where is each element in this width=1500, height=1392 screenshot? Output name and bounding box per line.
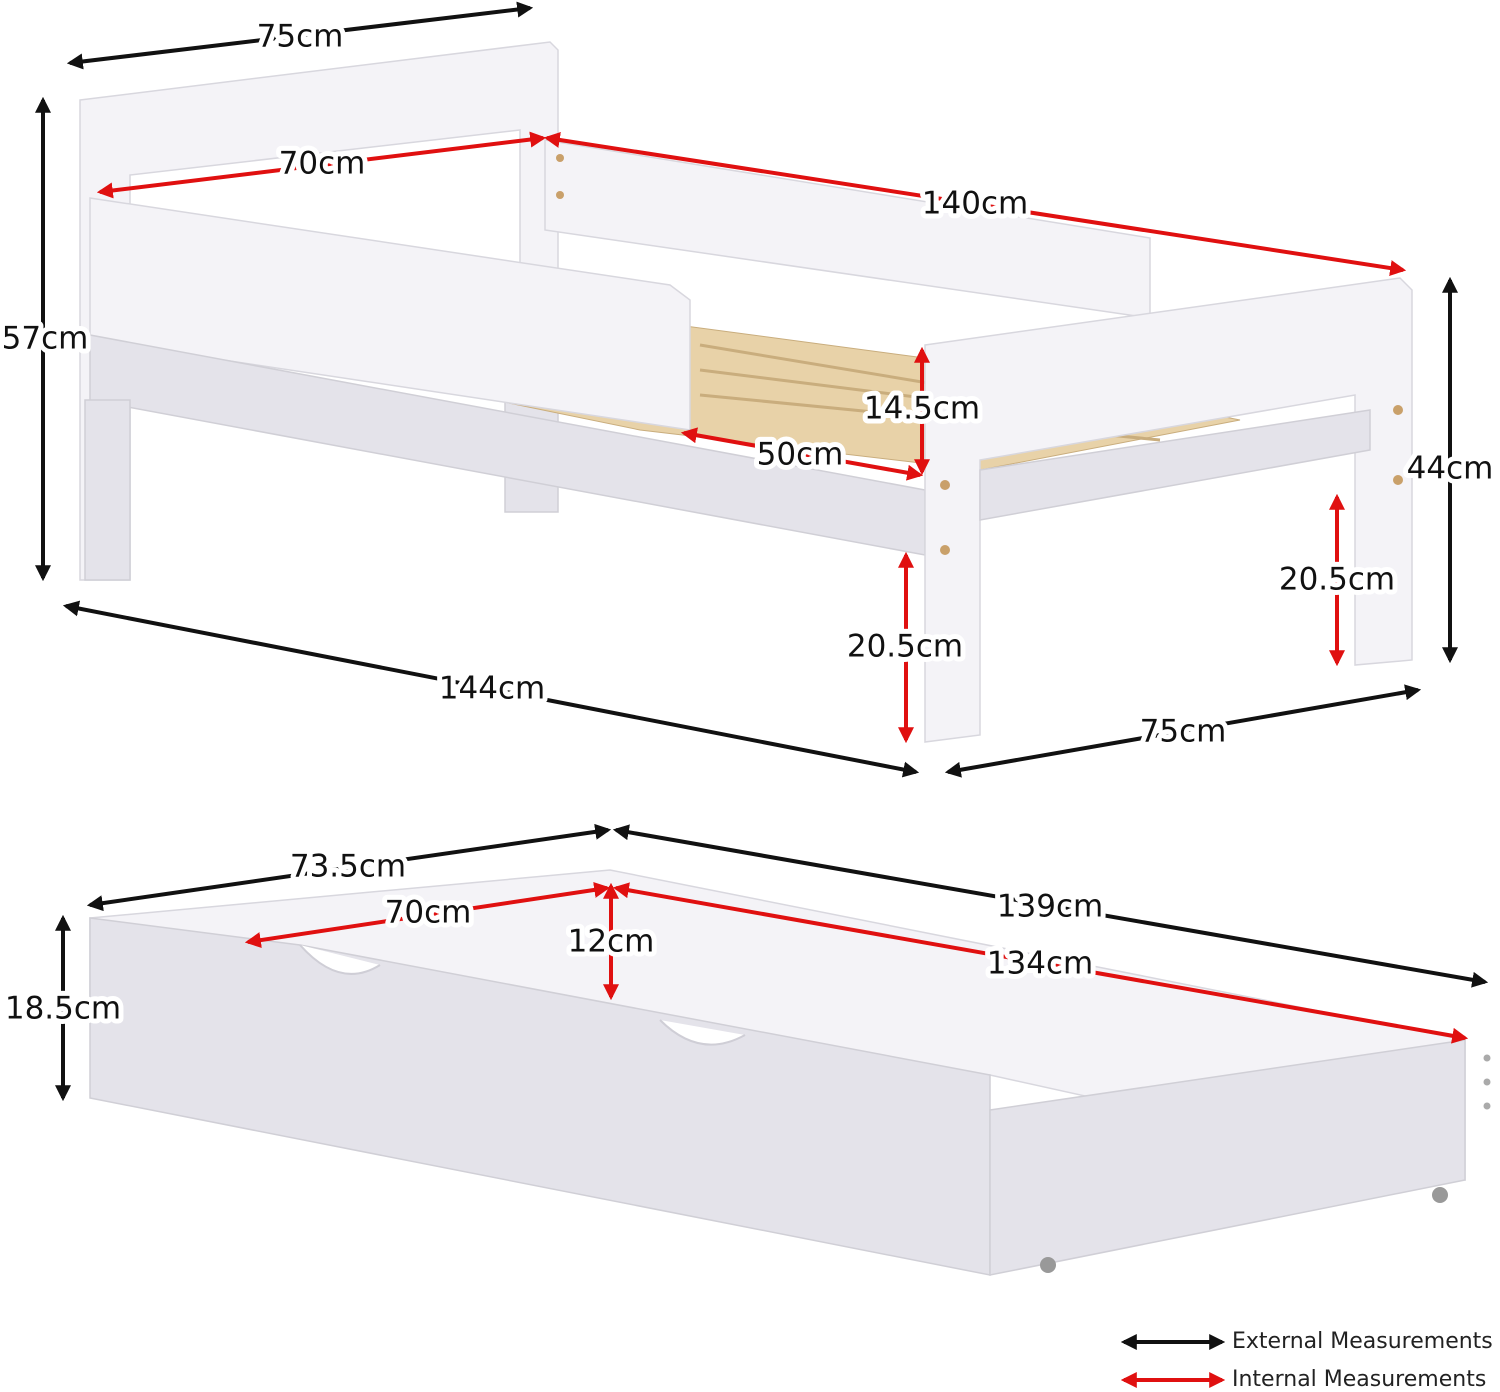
- total-height-label: 57cm: [2, 321, 89, 357]
- drawer-length-label: 139cm: [997, 889, 1103, 925]
- internal-width-label: 70cm: [279, 146, 366, 182]
- total-length-arrow: [62, 600, 920, 778]
- total-length-label: 144cm: [439, 671, 545, 707]
- drawer-measurements: 73.5cm 139cm 70cm 134cm 12cm 18.5cm: [0, 823, 1489, 1102]
- rail-height-label: 14.5cm: [864, 391, 980, 427]
- rail-gap-arrow: [680, 427, 924, 481]
- headboard-width-label: 75cm: [257, 19, 344, 55]
- drawer-illustration: [89, 869, 1491, 1276]
- front-left-leg: [84, 399, 131, 581]
- legend: External Measurements Internal Measureme…: [1120, 1329, 1493, 1392]
- internal-length-label: 140cm: [922, 186, 1028, 222]
- footboard-rail: [979, 409, 1371, 521]
- footboard-width-arrow: [944, 684, 1422, 778]
- legend-internal-label: Internal Measurements: [1232, 1367, 1486, 1392]
- drawer-width-arrow: [86, 823, 612, 912]
- legend-external-label: External Measurements: [1232, 1329, 1493, 1354]
- headboard-width-arrow: [66, 1, 534, 70]
- drawer-side-panel: [989, 1039, 1466, 1276]
- drawer-internal-length-label: 134cm: [987, 946, 1093, 982]
- internal-width-arrow: [96, 131, 547, 199]
- drawer-depth-label: 12cm: [568, 924, 655, 960]
- footboard-width-label: 75cm: [1140, 714, 1227, 750]
- front-clearance-label: 20.5cm: [847, 629, 963, 665]
- back-clearance-label: 20.5cm: [1279, 562, 1395, 598]
- drawer-internal-length-arrow: [612, 882, 1469, 1044]
- internal-length-arrow: [543, 132, 1407, 276]
- bed-measurements: 75cm 57cm 70cm 140cm 44cm 14.5cm 50cm 20…: [0, 1, 1498, 778]
- rail-gap-label: 50cm: [757, 437, 844, 473]
- drawer-height-label: 18.5cm: [5, 991, 121, 1027]
- footboard-height-label: 44cm: [1407, 451, 1494, 487]
- drawer-width-label: 73.5cm: [290, 849, 406, 885]
- drawer-internal-width-label: 70cm: [385, 895, 472, 931]
- drawer-internal-width-arrow: [244, 881, 611, 949]
